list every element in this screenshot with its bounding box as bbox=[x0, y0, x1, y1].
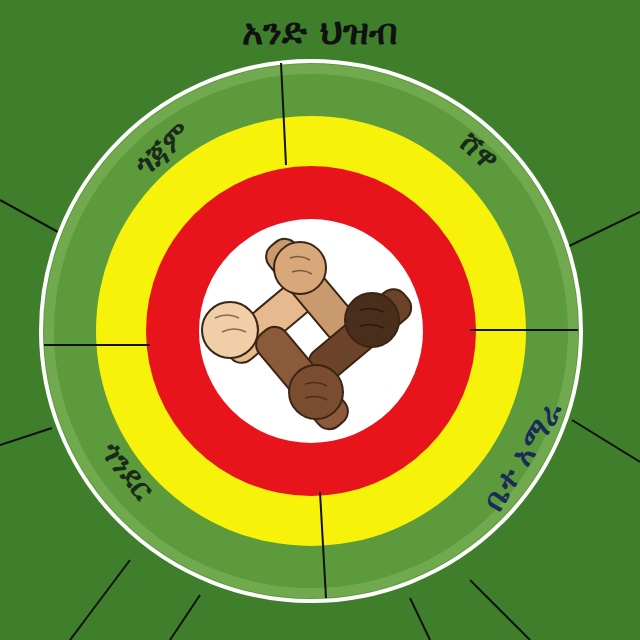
joined-hands bbox=[202, 233, 417, 435]
center-disc bbox=[199, 219, 423, 443]
ring-dividers bbox=[44, 63, 578, 598]
yellow-ring bbox=[96, 116, 526, 546]
title: አንድ ህዝብ bbox=[242, 12, 398, 52]
outer-ring bbox=[41, 61, 581, 601]
red-ring bbox=[146, 166, 476, 496]
